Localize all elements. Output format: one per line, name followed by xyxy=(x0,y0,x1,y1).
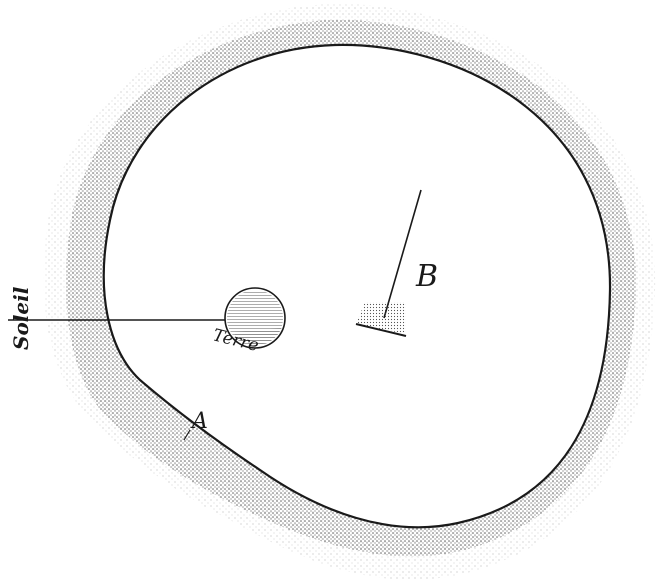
a-label: A xyxy=(190,409,208,434)
b-label: B xyxy=(415,259,438,294)
soleil-label: Soleil xyxy=(9,286,33,350)
